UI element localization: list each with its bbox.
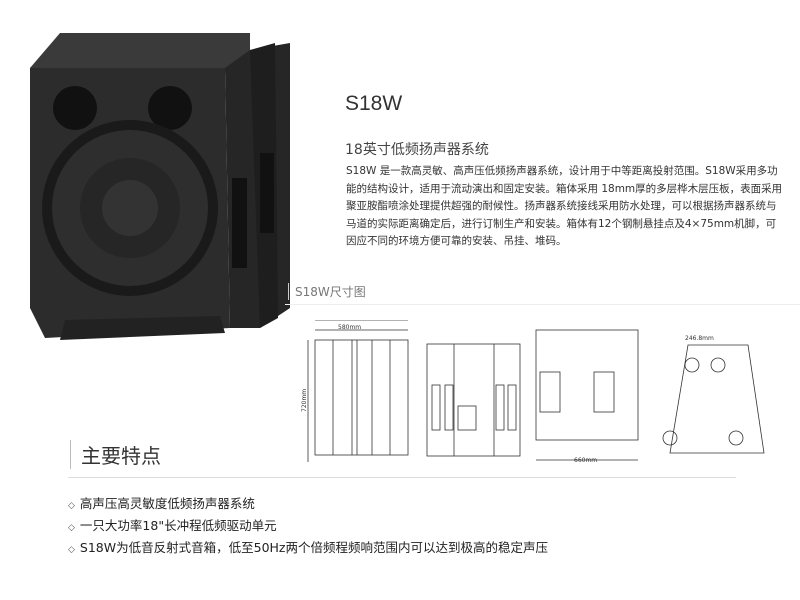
diamond-bullet-icon: ◇ <box>68 501 75 511</box>
feature-item: ◇ 一只大功率18"长冲程低频驱动单元 <box>68 515 277 534</box>
dimension-drawings: 580mm 720mm 660mm 246.8mm <box>301 320 765 464</box>
divider <box>285 304 800 305</box>
top-view-drawing <box>535 329 639 461</box>
feature-text: S18W为低音反射式音箱，低至50Hz两个倍频程频响范围内可以达到极高的稳定声压 <box>79 540 548 555</box>
features-heading: 主要特点 <box>70 440 161 469</box>
front-view-drawing <box>307 320 409 462</box>
top-width-label: 246.8mm <box>685 335 714 342</box>
width-label: 580mm <box>338 324 361 331</box>
feature-text: 高声压高灵敏度低频扬声器系统 <box>79 496 255 511</box>
dimension-heading: S18W尺寸图 <box>288 283 366 300</box>
divider <box>68 477 736 478</box>
diamond-bullet-icon: ◇ <box>68 545 75 555</box>
height-label: 720mm <box>301 389 308 412</box>
feature-item: ◇ S18W为低音反射式音箱，低至50Hz两个倍频程频响范围内可以达到极高的稳定声… <box>68 537 548 556</box>
side-view-drawing <box>426 343 521 457</box>
feature-item: ◇ 高声压高灵敏度低频扬声器系统 <box>68 493 255 512</box>
product-title: S18W <box>345 92 403 115</box>
depth-label: 660mm <box>574 457 597 464</box>
feature-text: 一只大功率18"长冲程低频驱动单元 <box>79 518 277 533</box>
product-description: S18W 是一款高灵敏、高声压低频扬声器系统，设计用于中等距离投射范围。S18W… <box>346 165 783 247</box>
speaker-product-image <box>30 33 290 340</box>
diamond-bullet-icon: ◇ <box>68 523 75 533</box>
product-subtitle: 18英寸低频扬声器系统 <box>345 142 489 158</box>
rear-view-drawing <box>662 344 765 454</box>
